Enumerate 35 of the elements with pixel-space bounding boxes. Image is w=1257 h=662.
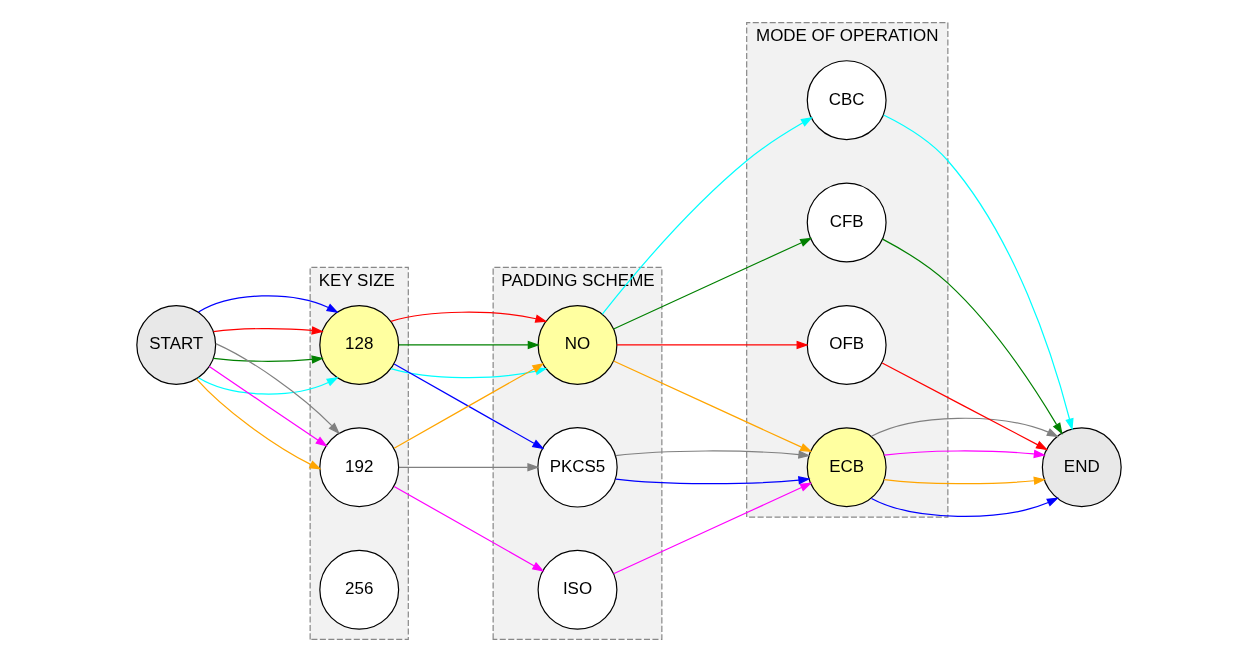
arrow [212,326,324,335]
arrow [883,476,1046,485]
node-circle: NO [537,304,617,385]
node-circle: PKCS5 [536,427,618,508]
node-circle: ISO [537,549,617,630]
arrow [397,340,540,350]
arrow [612,360,812,453]
arrow [393,485,544,572]
arrow [612,482,812,575]
arrow [883,449,1046,459]
arrow [881,362,1048,451]
arrow [212,355,324,364]
arrow [614,475,810,485]
node-circle: 192 [318,427,399,508]
arrow [389,311,547,323]
arrow [397,463,539,472]
arrow [882,114,1074,431]
node-circle: CFB [806,182,887,263]
arrow [612,237,812,330]
node-circle: 256 [318,549,399,630]
arrow [601,116,813,315]
arrow [881,238,1063,435]
arrow [614,450,810,459]
arrow [615,340,809,350]
arrow [208,365,328,447]
arrow [214,342,340,435]
node-circle: CBC [806,60,887,141]
arrow [195,378,321,470]
node-circle: START [135,304,216,385]
arrow [870,417,1059,438]
arrow [197,295,339,313]
node-circle: ECB [806,427,887,508]
node-circle: OFB [806,304,887,385]
arrow [197,376,339,395]
arrow [870,497,1059,517]
